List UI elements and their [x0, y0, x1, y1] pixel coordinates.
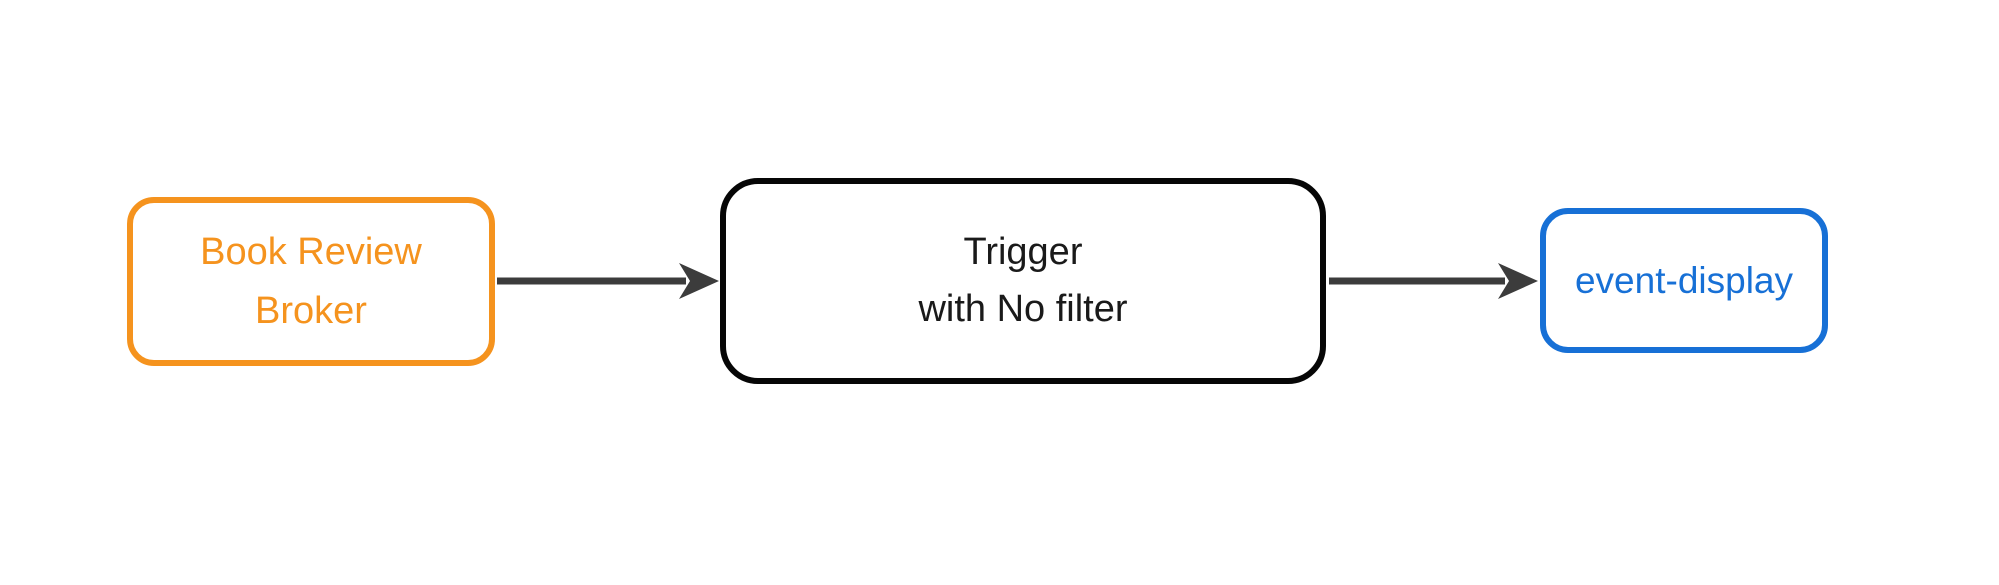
node-book-review-broker: Book Review Broker — [127, 197, 495, 366]
arrowhead-right-icon — [679, 263, 719, 299]
edge-trigger-to-event-display — [1329, 263, 1538, 299]
node-label-line: event-display — [1574, 259, 1793, 301]
node-trigger-with-no-filter: Trigger with No filter — [720, 178, 1326, 384]
node-label-line: Broker — [255, 289, 367, 332]
edge-broker-to-trigger — [497, 263, 719, 299]
arrowhead-right-icon — [1498, 263, 1538, 299]
node-label-line: Book Review — [200, 230, 422, 273]
node-label-line: Trigger — [963, 231, 1083, 273]
node-label-line: with No filter — [918, 288, 1128, 330]
node-event-display: event-display — [1540, 208, 1828, 353]
